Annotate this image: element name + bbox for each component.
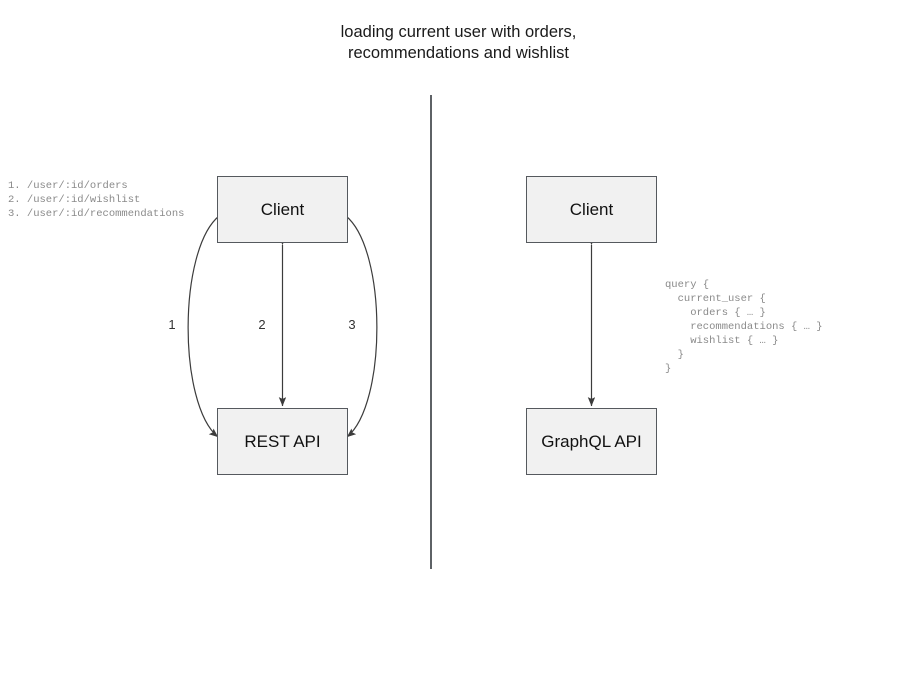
edge-label-3: 3 — [348, 317, 356, 332]
diagram-title: loading current user with orders, recomm… — [340, 23, 577, 62]
node-client-rest[interactable]: Client — [217, 176, 348, 243]
rest-endpoint-list: 1. /user/:id/orders 2. /user/:id/wishlis… — [8, 180, 185, 220]
vertical-divider — [430, 95, 432, 569]
edge-3-path — [336, 207, 378, 438]
node-graphql-api[interactable]: GraphQL API — [526, 408, 657, 475]
graphql-query-snippet: query { current_user { orders { … } reco… — [665, 279, 823, 375]
edge-1-path — [187, 207, 229, 438]
node-client-graphql[interactable]: Client — [526, 176, 657, 243]
edge-label-1: 1 — [168, 317, 176, 332]
edge-label-2: 2 — [258, 317, 266, 332]
node-rest-api[interactable]: REST API — [217, 408, 348, 475]
